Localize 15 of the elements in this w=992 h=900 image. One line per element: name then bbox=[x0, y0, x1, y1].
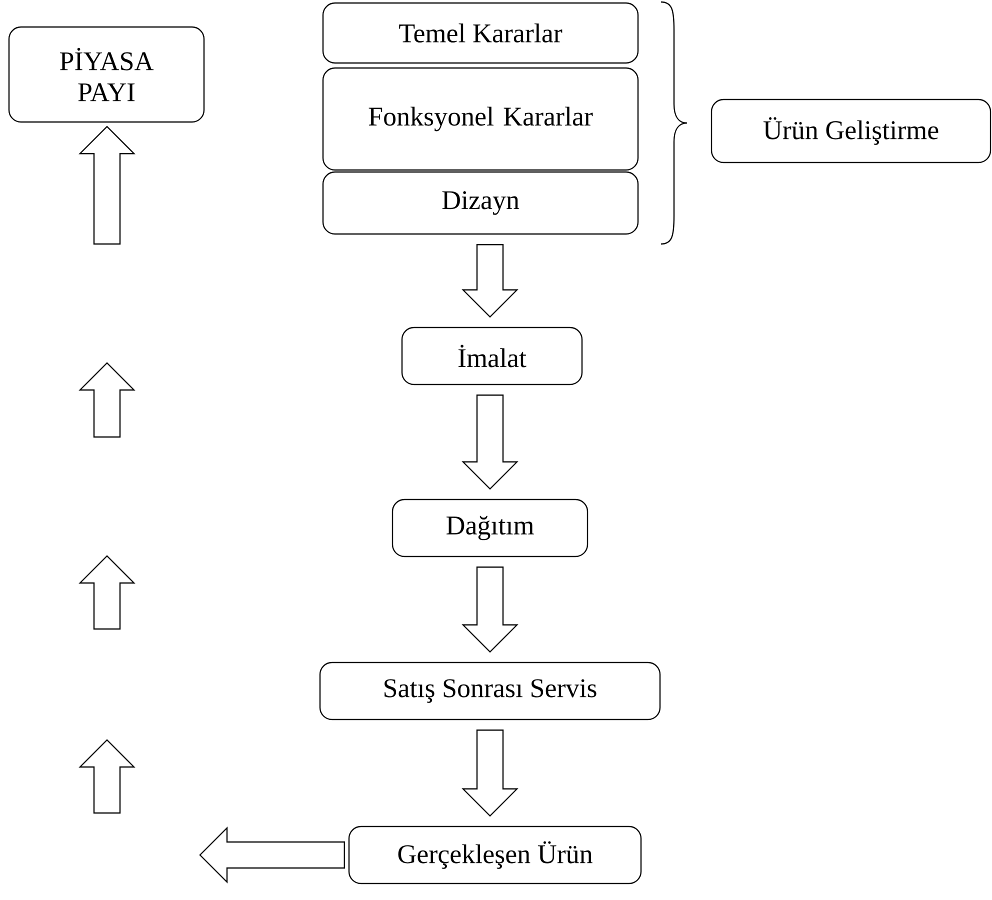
process-box: Satış Sonrası Servis bbox=[319, 662, 661, 720]
block-arrow bbox=[462, 566, 518, 653]
process-box: PİYASA PAYI bbox=[8, 26, 205, 123]
process-box: İmalat bbox=[401, 326, 583, 386]
block-arrow bbox=[462, 394, 518, 490]
process-box: Fonksyonel Kararlar bbox=[322, 67, 639, 171]
block-arrow bbox=[199, 826, 345, 884]
process-box: Gerçekleşen Ürün bbox=[348, 826, 642, 884]
process-box: Temel Kararlar bbox=[322, 2, 639, 64]
block-arrow bbox=[78, 126, 136, 245]
process-box: Dağıtım bbox=[392, 498, 588, 558]
process-box: Dizayn bbox=[322, 171, 639, 235]
block-arrow bbox=[462, 244, 518, 318]
process-box: Ürün Geliştirme bbox=[710, 98, 992, 164]
block-arrow bbox=[462, 730, 518, 817]
